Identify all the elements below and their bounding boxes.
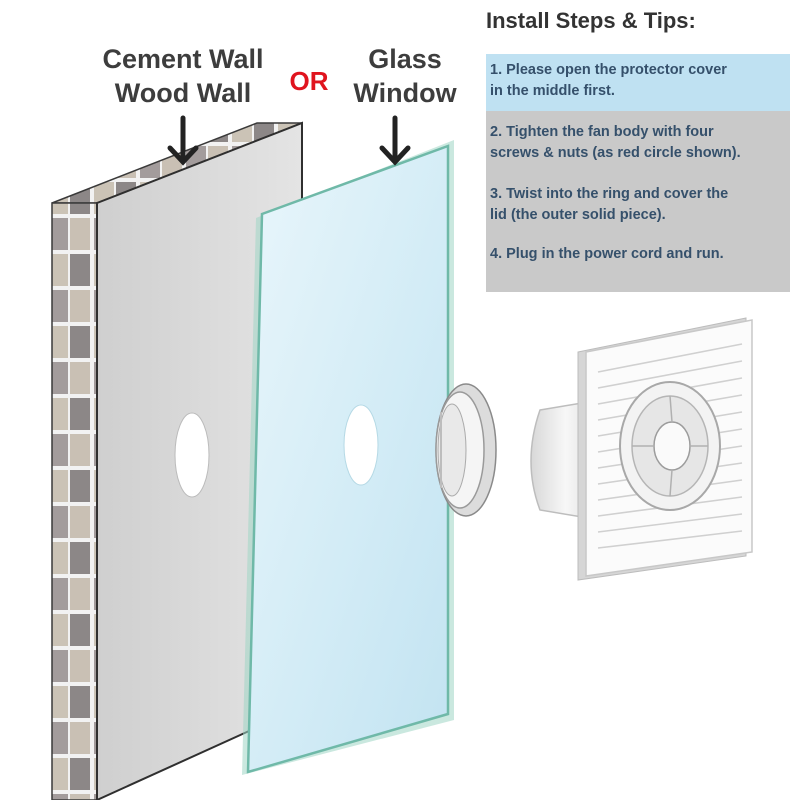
or-label: OR — [289, 66, 329, 96]
step-line: 2. Tighten the fan body with four — [490, 124, 714, 140]
glass-window-pane — [242, 140, 454, 775]
cement-wall-text: Cement Wall — [102, 44, 264, 74]
exhaust-fan — [530, 317, 753, 581]
step-line: in the middle first. — [490, 83, 615, 99]
glass-hole — [343, 404, 379, 486]
glass-text: Glass — [368, 44, 442, 74]
step-line: lid (the outer solid piece). — [490, 207, 666, 223]
mounting-ring — [435, 383, 497, 517]
step-line: 1. Please open the protector cover — [490, 62, 727, 78]
wall-hole — [174, 412, 210, 498]
cement-wood-wall-label: Cement Wall Wood Wall — [88, 42, 278, 110]
step-line: 4. Plug in the power cord and run. — [490, 246, 724, 262]
tips-title: Install Steps & Tips: — [486, 8, 696, 33]
tips-panel: 1. Please open the protector cover in th… — [486, 54, 790, 292]
arrow-down-icon — [167, 115, 199, 166]
step-1: 1. Please open the protector cover in th… — [486, 54, 790, 111]
arrow-down-icon — [379, 115, 411, 166]
fan-spokes — [632, 395, 708, 497]
step-4: 4. Plug in the power cord and run. — [486, 238, 790, 268]
wall-brick-side — [51, 202, 98, 800]
step-line: screws & nuts (as red circle shown). — [490, 145, 741, 161]
window-text: Window — [353, 78, 457, 108]
step-2: 2. Tighten the fan body with four screws… — [486, 116, 790, 171]
step-3: 3. Twist into the ring and cover the lid… — [486, 178, 790, 233]
fan-hub — [653, 421, 691, 471]
step-line: 3. Twist into the ring and cover the — [490, 186, 729, 202]
glass-window-label: Glass Window — [340, 42, 470, 110]
wood-wall-text: Wood Wall — [114, 78, 252, 108]
